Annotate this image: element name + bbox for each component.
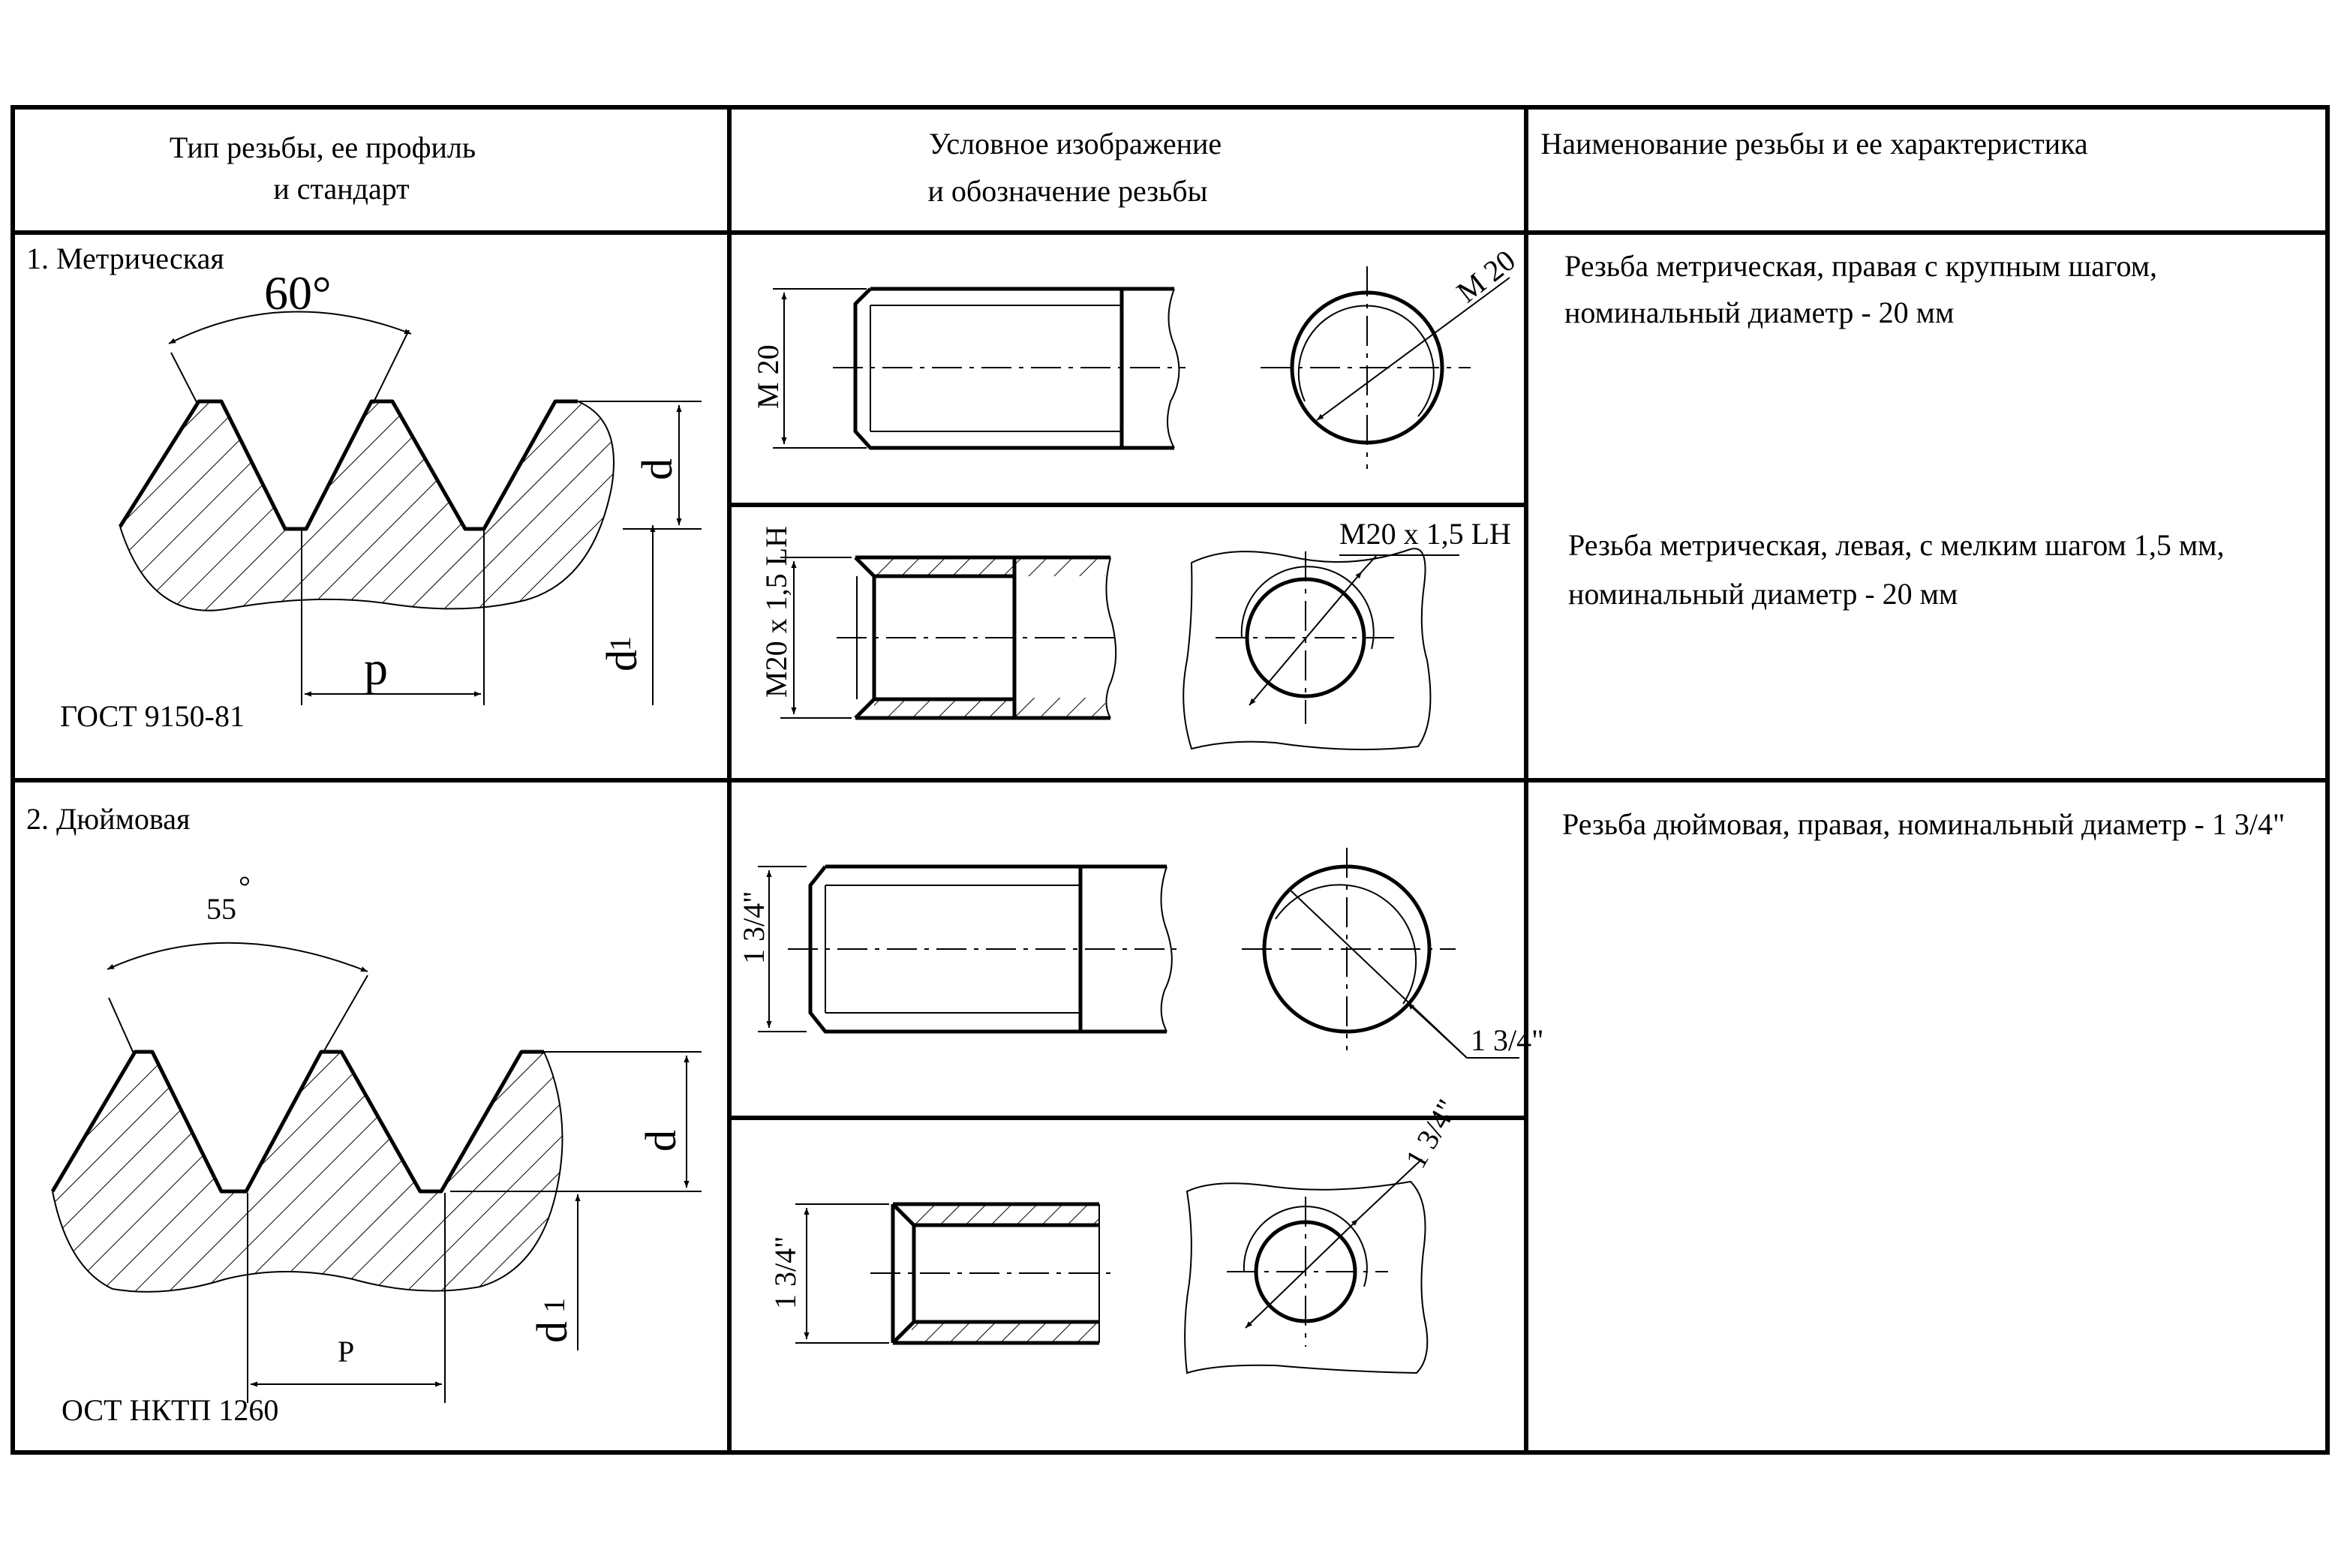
inch-hole-end-dim: 1 3/4" — [1399, 1094, 1465, 1174]
inch-angle-value: 55 — [206, 892, 236, 926]
metric-bolt-end-dim: M 20 — [1450, 243, 1522, 309]
inch-p-label: P — [338, 1335, 354, 1368]
metric-title: 1. Метрическая — [26, 242, 224, 275]
metric-d-label: d — [633, 458, 681, 480]
header-col2-line2: и обозначение резьбы — [927, 174, 1207, 208]
inch-hole-drawing: 1 3/4" 1 3/4" — [768, 1094, 1465, 1374]
inch-bolt-dim: 1 3/4" — [737, 891, 771, 964]
metric-p-label: p — [364, 641, 388, 695]
metric-hole-desc-line1: Резьба метрическая, левая, с мелким шаго… — [1568, 528, 2224, 562]
metric-descriptions: Резьба метрическая, правая с крупным шаг… — [1564, 249, 2224, 611]
inch-title: 2. Дюймовая — [26, 802, 190, 836]
metric-d1-sub: 1 — [603, 636, 637, 651]
inch-bolt-end-dim: 1 3/4" — [1471, 1023, 1543, 1057]
header-col3: Наименование резьбы и ее характеристика — [1540, 127, 2088, 161]
metric-hole-drawing: M20 x 1,5 LH M20 x 1,5 LH — [759, 517, 1511, 750]
inch-bolt-desc: Резьба дюймовая, правая, номинальный диа… — [1562, 807, 2285, 841]
metric-angle-label: 60° — [264, 266, 332, 320]
inch-angle-unit: ° — [239, 870, 251, 903]
inch-bolt-drawing: 1 3/4" 1 3/4" — [737, 848, 1543, 1059]
inch-d-label: d — [636, 1130, 685, 1152]
metric-standard: ГОСТ 9150-81 — [60, 699, 245, 733]
metric-bolt-desc-line2: номинальный диаметр - 20 мм — [1564, 296, 1954, 329]
metric-d1-label: d — [597, 650, 646, 671]
header-col1-line1: Тип резьбы, ее профиль — [170, 131, 476, 164]
header-col1-line2: и стандарт — [273, 172, 409, 206]
metric-hole-desc-line2: номинальный диаметр - 20 мм — [1568, 577, 1958, 611]
metric-hole-end-dim: M20 x 1,5 LH — [1339, 517, 1511, 551]
metric-hole-dim: M20 x 1,5 LH — [759, 526, 793, 698]
inch-standard: ОСТ НКТП 1260 — [62, 1393, 278, 1427]
metric-bolt-desc-line1: Резьба метрическая, правая с крупным шаг… — [1564, 249, 2157, 283]
table-grid — [11, 105, 2330, 1455]
inch-thread-profile: 2. Дюймовая 55 ° d d 1 P ОСТ НКТП 1260 — [26, 802, 702, 1427]
metric-thread-profile: 1. Метрическая 60° d d 1 p ГОСТ 9150-81 — [26, 242, 702, 733]
inch-d1-sub: 1 — [537, 1298, 571, 1313]
metric-bolt-dim: M 20 — [751, 344, 785, 409]
header-col2-line1: Условное изображение — [929, 127, 1222, 161]
inch-d1-label: d — [527, 1321, 576, 1343]
table-header: Тип резьбы, ее профиль и стандарт Условн… — [170, 127, 2088, 208]
inch-hole-dim: 1 3/4" — [768, 1236, 802, 1309]
metric-bolt-drawing: M 20 M 20 — [751, 243, 1522, 469]
